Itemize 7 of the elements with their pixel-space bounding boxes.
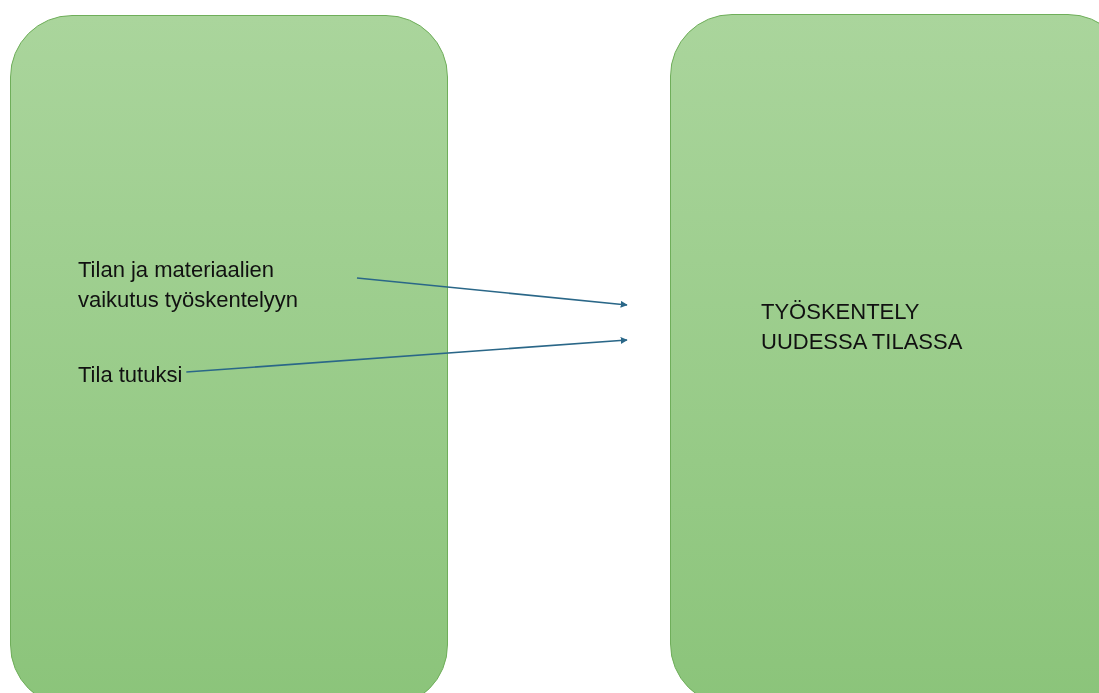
box-label: TYÖSKENTELY UUDESSA TILASSA [761, 298, 964, 356]
rounded-box [670, 14, 1099, 693]
rounded-box [10, 15, 448, 693]
text-label: Tila tutuksi [78, 360, 183, 390]
arrow [185, 336, 628, 373]
arrow [356, 277, 628, 308]
text-label: Tilan ja materiaalien vaikutus työskentelyyn [78, 255, 353, 315]
